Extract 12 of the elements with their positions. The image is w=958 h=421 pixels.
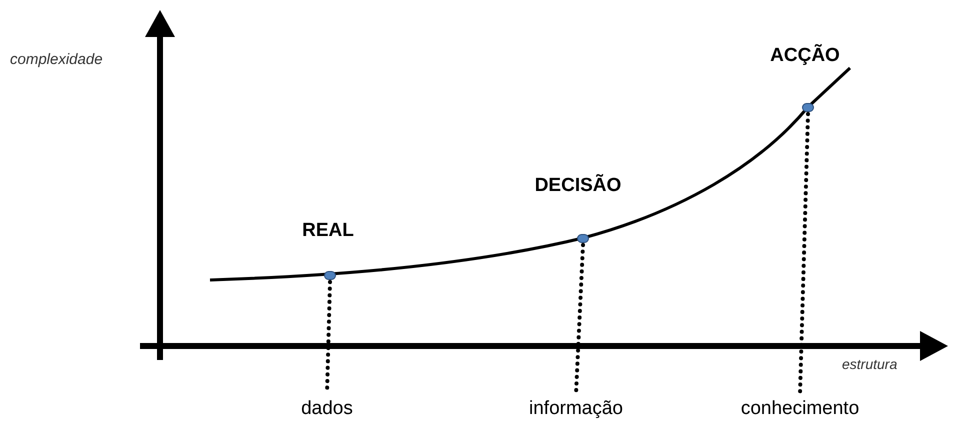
axis-label: estrutura bbox=[842, 355, 898, 374]
data-point bbox=[802, 102, 814, 112]
axis-category-label: informação bbox=[529, 398, 623, 420]
axis-category-label: dados bbox=[301, 398, 353, 420]
stage-label: ACÇÃO bbox=[770, 45, 840, 67]
stage-label: DECISÃO bbox=[534, 175, 622, 197]
stage-label: REAL bbox=[302, 220, 354, 242]
axis-label: complexidade bbox=[10, 50, 103, 70]
dotted-line bbox=[798, 112, 810, 396]
data-point bbox=[577, 234, 589, 242]
data-point bbox=[324, 270, 336, 280]
axis-category-label: conhecimento bbox=[740, 398, 860, 420]
